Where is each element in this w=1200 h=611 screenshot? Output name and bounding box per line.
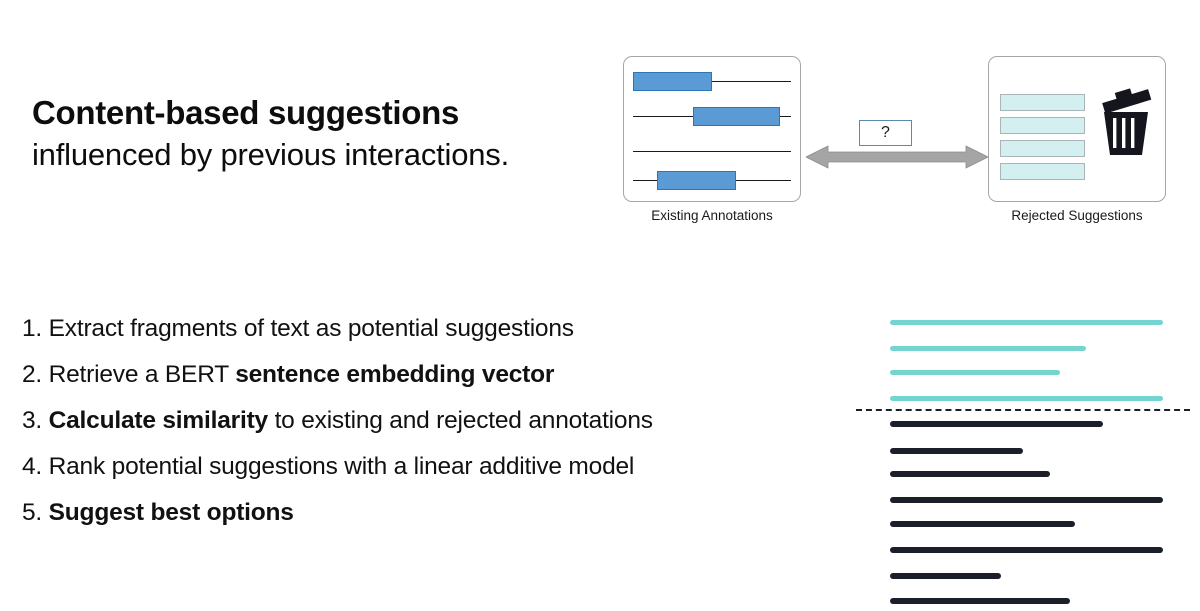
existing-annotations-panel (623, 56, 801, 202)
accepted-suggestion-line (890, 370, 1060, 375)
steps-list: 1. Extract fragments of text as potentia… (22, 315, 822, 545)
step-item-5: 5. Suggest best options (22, 499, 822, 526)
annotation-row (633, 141, 791, 163)
candidate-suggestion-line (890, 497, 1163, 503)
question-mark-label: ? (881, 124, 890, 141)
annotation-row (633, 106, 791, 128)
trash-can-icon (1102, 88, 1152, 155)
step-number: 1. (22, 315, 49, 342)
step-text-emphasis: Calculate similarity (48, 406, 269, 434)
candidate-suggestion-line (890, 547, 1163, 553)
accepted-suggestion-line (890, 320, 1163, 325)
rejected-suggestion-bar (1000, 94, 1085, 111)
step-number: 3. (22, 406, 49, 434)
step-text-emphasis: sentence embedding vector (235, 360, 555, 388)
annotation-row (633, 71, 791, 93)
step-item-4: 4. Rank potential suggestions with a lin… (22, 453, 822, 480)
step-item-2: 2. Retrieve a BERT sentence embedding ve… (22, 361, 822, 388)
double-headed-arrow-icon (805, 145, 989, 169)
title-line-secondary: influenced by previous interactions. (32, 136, 510, 172)
rejected-suggestions-label: Rejected Suggestions (1011, 208, 1143, 223)
rejected-suggestion-bar (1000, 117, 1085, 134)
annotation-text-rule (633, 151, 791, 153)
candidate-suggestion-line (890, 598, 1070, 604)
annotation-row (633, 170, 791, 192)
title-line-primary: Content-based suggestions (32, 94, 460, 131)
accepted-suggestion-line (890, 346, 1086, 351)
ranked-suggestions-graphic (840, 300, 1200, 611)
candidate-suggestion-line (890, 471, 1050, 477)
annotation-text-rule (633, 81, 791, 83)
threshold-divider (856, 409, 1190, 411)
step-number: 2. (22, 360, 49, 388)
candidate-suggestion-line (890, 421, 1103, 427)
step-text: Rank potential suggestions with a linear… (48, 452, 635, 480)
suggestion-flow-diagram: Existing Annotations ? (610, 50, 1190, 230)
existing-annotations-label: Existing Annotations (651, 208, 773, 223)
candidate-suggestion-line (890, 573, 1001, 579)
step-text: to existing and rejected annotations (267, 406, 653, 434)
step-text: Retrieve a BERT (48, 360, 236, 388)
rejected-suggestion-bar (1000, 140, 1085, 157)
accepted-suggestion-line (890, 396, 1163, 401)
annotation-highlight-box (656, 171, 736, 190)
step-text-emphasis: Suggest best options (48, 498, 294, 526)
candidate-suggestion-line (890, 448, 1023, 454)
step-number: 5. (22, 498, 49, 526)
step-item-1: 1. Extract fragments of text as potentia… (22, 315, 822, 342)
step-item-3: 3. Calculate similarity to existing and … (22, 407, 822, 434)
question-mark-box: ? (859, 120, 912, 146)
page-title: Content-based suggestions influenced by … (32, 94, 632, 173)
candidate-suggestion-line (890, 521, 1075, 527)
bidirectional-arrow (805, 145, 989, 169)
step-number: 4. (22, 452, 49, 480)
step-text: Extract fragments of text as potential s… (48, 315, 574, 342)
annotation-highlight-box (633, 72, 712, 91)
annotation-highlight-box (693, 107, 780, 126)
rejected-suggestions-panel (988, 56, 1166, 202)
rejected-suggestion-bar (1000, 163, 1085, 180)
